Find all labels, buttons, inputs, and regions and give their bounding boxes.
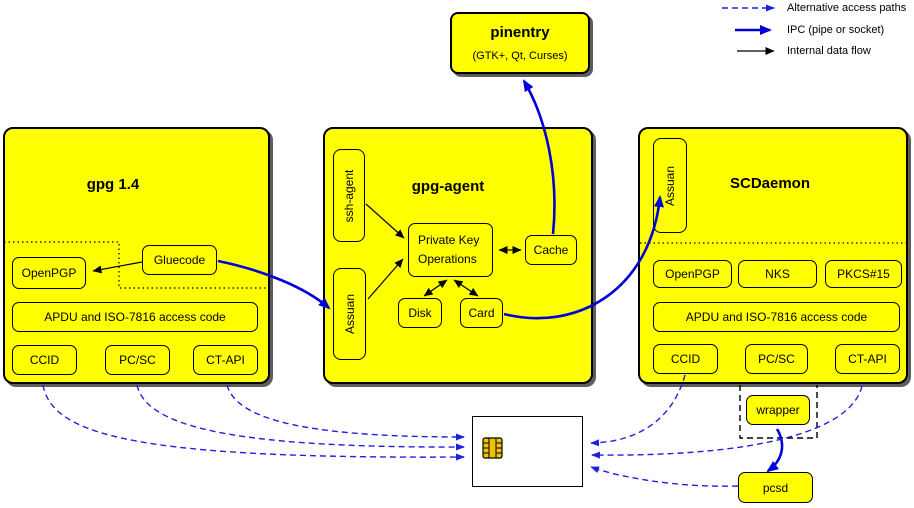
wrapper-module: wrapper <box>746 395 810 425</box>
gpg-agent-assuan-label: Assuan <box>342 293 357 335</box>
gpg-agent-ssh-agent-module: ssh-agent <box>333 149 365 242</box>
scdaemon-pkcs15-label: PKCS#15 <box>837 267 890 281</box>
legend-alternative-label: Alternative access paths <box>787 2 907 14</box>
scdaemon-assuan-label: Assuan <box>663 165 677 206</box>
private-key-ops-line2: Operations <box>418 252 477 266</box>
smartcard <box>472 416 583 487</box>
gpg14-pcsc-label: PC/SC <box>119 353 156 367</box>
alt-gpg14-ctapi-to-card <box>226 384 465 441</box>
legend-internal-label: Internal data flow <box>787 45 871 57</box>
gpg14-ccid-label: CCID <box>29 353 60 367</box>
scdaemon-ctapi-module: CT-API <box>835 344 900 374</box>
cache-module: Cache <box>525 235 577 265</box>
scdaemon-ctapi-label: CT-API <box>848 352 887 366</box>
wrapper-label: wrapper <box>756 403 800 417</box>
pcsd-module: pcsd <box>738 472 813 503</box>
gpg14-pcsc-module: PC/SC <box>105 345 170 375</box>
card-module: Card <box>460 298 503 328</box>
gpg14-apdu-module: APDU and ISO-7816 access code <box>12 302 258 332</box>
gpg14-ctapi-label: CT-API <box>206 353 245 367</box>
scdaemon-apdu-label: APDU and ISO-7816 access code <box>685 310 868 324</box>
alt-pcsd-to-card <box>590 466 739 487</box>
gpg14-title: gpg 1.4 <box>86 176 140 193</box>
gpg14-ccid-module: CCID <box>12 345 77 375</box>
scdaemon-nks-label: NKS <box>765 267 790 281</box>
disk-module: Disk <box>398 298 442 328</box>
pcsd-label: pcsd <box>762 480 789 495</box>
scdaemon-openpgp-module: OpenPGP <box>653 260 732 288</box>
alt-gpg14-ccid-to-card <box>42 384 465 461</box>
legend-ipc-label: IPC (pipe or socket) <box>787 24 885 36</box>
disk-label: Disk <box>408 306 432 320</box>
gpg14-gluecode-module: Gluecode <box>142 245 217 275</box>
ssh-agent-label: ssh-agent <box>342 169 356 222</box>
alt-scdaemon-ctapi-to-card <box>591 385 863 459</box>
scdaemon-nks-module: NKS <box>738 260 817 288</box>
ipc-wrapper-to-pcsd <box>766 428 784 473</box>
gpg14-apdu-label: APDU and ISO-7816 access code <box>44 310 226 324</box>
pinentry-box: pinentry (GTK+, Qt, Curses) <box>450 12 590 74</box>
gpg14-ctapi-module: CT-API <box>193 345 258 375</box>
gpg14-openpgp-label: OpenPGP <box>21 266 77 280</box>
private-key-ops-line1: Private Key <box>418 233 480 247</box>
scdaemon-ccid-label: CCID <box>670 352 701 366</box>
card-label: Card <box>468 306 495 320</box>
pinentry-subtitle: (GTK+, Qt, Curses) <box>472 50 568 62</box>
private-key-operations-module: Private Key Operations <box>408 223 493 277</box>
scdaemon-pcsc-label: PC/SC <box>758 352 795 366</box>
gpg-agent-title: gpg-agent <box>411 178 485 195</box>
cache-label: Cache <box>533 243 569 257</box>
scdaemon-pkcs15-module: PKCS#15 <box>825 260 902 288</box>
pinentry-title: pinentry <box>490 24 550 41</box>
gpg14-openpgp-module: OpenPGP <box>12 257 86 289</box>
scdaemon-openpgp-label: OpenPGP <box>665 267 720 281</box>
alt-scdaemon-ccid-to-card <box>590 374 686 447</box>
scdaemon-assuan-module: Assuan <box>653 138 687 233</box>
gpg14-gluecode-label: Gluecode <box>153 253 206 267</box>
scdaemon-title: SCDaemon <box>729 175 811 192</box>
gpg-agent-assuan-module: Assuan <box>333 268 366 360</box>
scdaemon-ccid-module: CCID <box>653 344 718 374</box>
alt-gpg14-pcsc-to-card <box>136 384 465 451</box>
scdaemon-apdu-module: APDU and ISO-7816 access code <box>653 302 900 332</box>
scdaemon-pcsc-module: PC/SC <box>745 344 808 374</box>
